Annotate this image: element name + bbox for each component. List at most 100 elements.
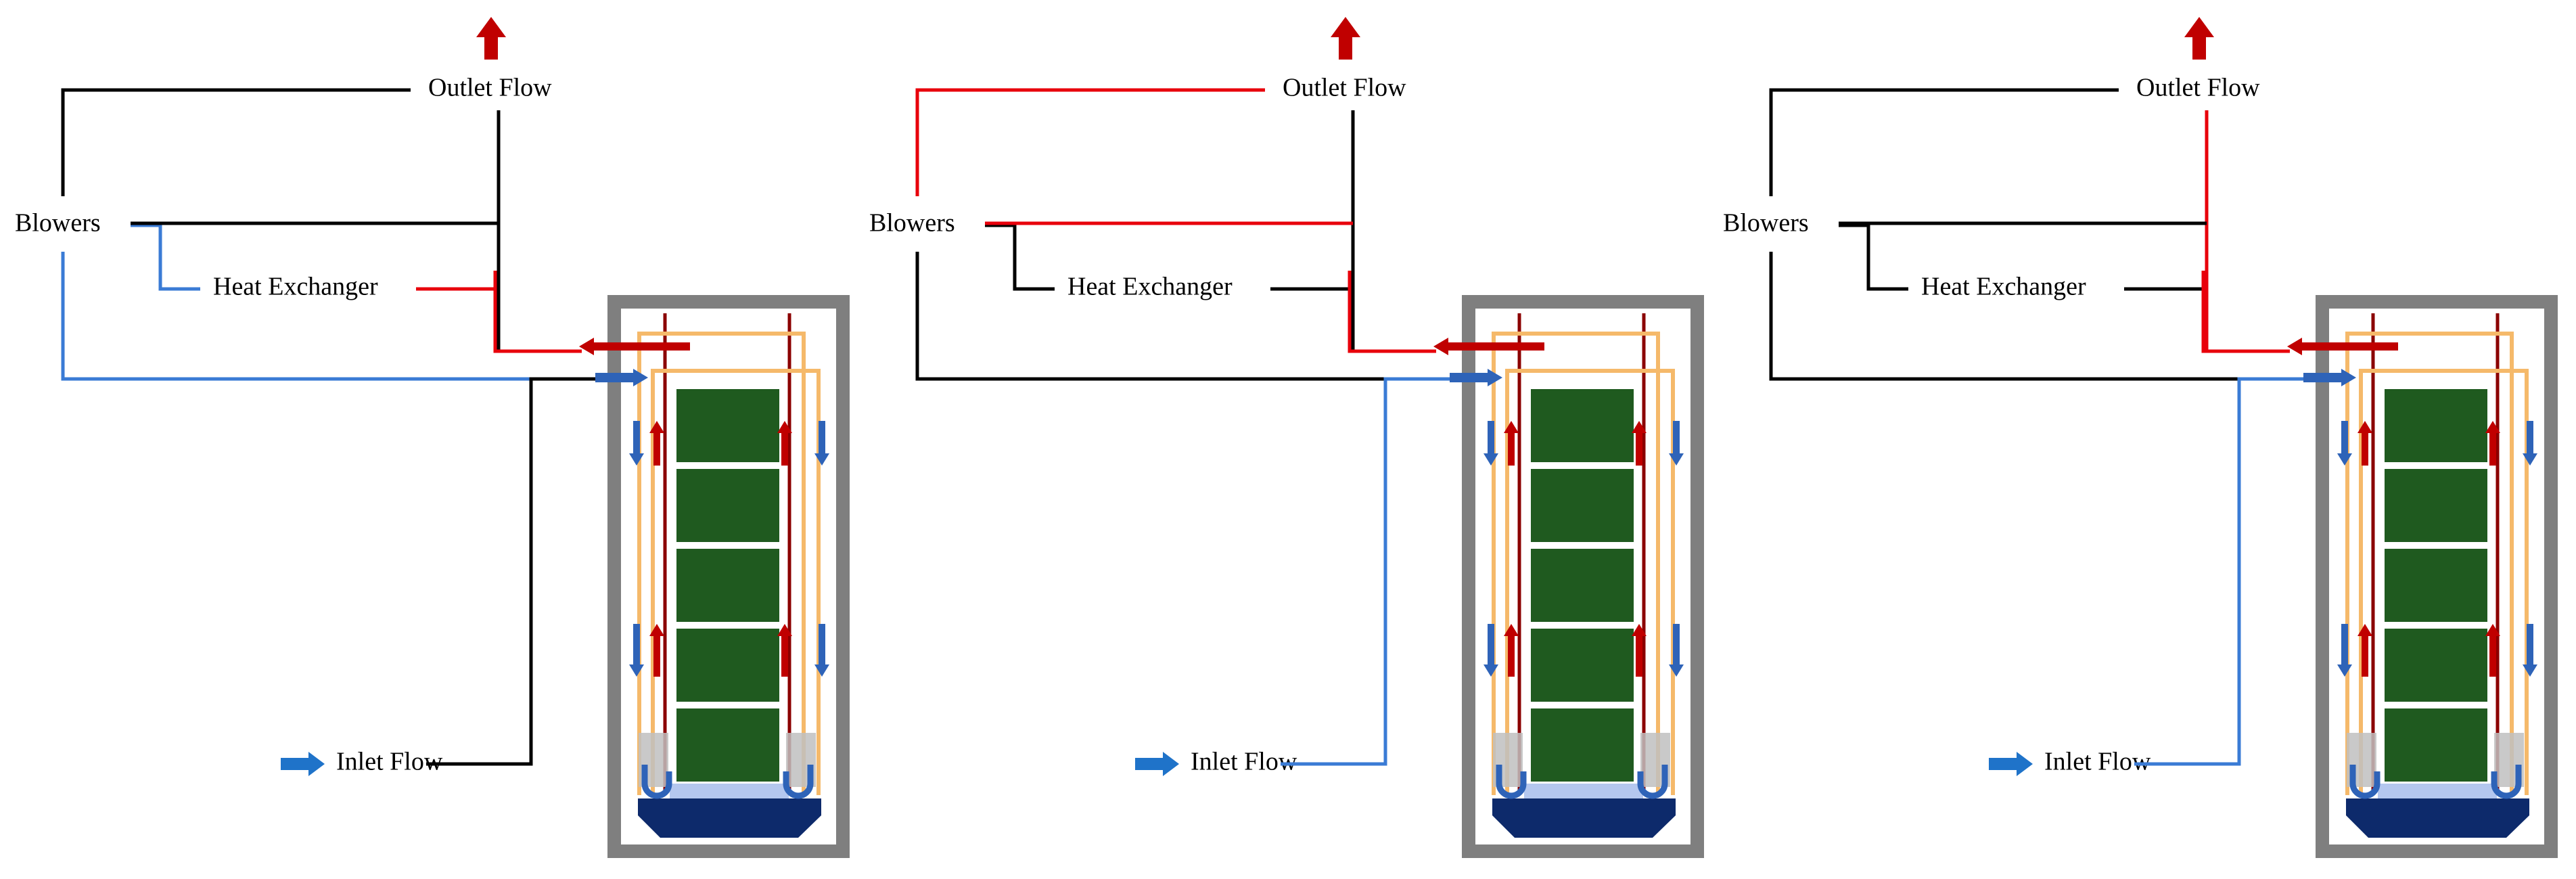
downflow-arrow-left	[629, 421, 644, 466]
upflow-arrow-right	[777, 421, 792, 466]
stack-cell	[1531, 469, 1634, 542]
heat-exchanger-label: Heat Exchanger	[1921, 273, 2086, 301]
downflow-arrow-right	[1669, 421, 1684, 466]
downflow-arrow-left	[629, 624, 644, 677]
downflow-arrow-right	[814, 421, 829, 466]
outlet-to-blowers-line	[1769, 88, 2119, 196]
upflow-arrow-right	[2485, 421, 2500, 466]
orange-loop-outer	[1505, 369, 1675, 795]
outlet-up-arrow	[1331, 17, 1360, 60]
inlet-flow-arrow	[1989, 752, 2033, 776]
upflow-arrow-right	[2485, 624, 2500, 677]
outlet-flow-label: Outlet Flow	[1283, 74, 1406, 102]
downflow-arrow-right	[814, 624, 829, 677]
outlet-up-arrow	[476, 17, 506, 60]
orange-loop-outer	[2359, 369, 2529, 795]
downflow-arrow-left	[2337, 421, 2352, 466]
base-plenum	[670, 784, 789, 801]
stack-cell	[2385, 629, 2487, 702]
u-turn-arrow-right	[1637, 765, 1668, 799]
upflow-arrow-left	[649, 624, 664, 677]
hot-header-line	[493, 271, 582, 353]
upflow-arrow-left	[2358, 624, 2372, 677]
outlet-header-arrow	[2287, 338, 2398, 355]
inlet-flow-arrow	[1135, 752, 1179, 776]
u-turn-arrow-left	[2349, 765, 2380, 799]
base-plenum	[1524, 784, 1643, 801]
downflow-arrow-right	[2523, 624, 2537, 677]
upflow-arrow-left	[1504, 624, 1519, 677]
outlet-flow-label: Outlet Flow	[2136, 74, 2260, 102]
downflow-arrow-left	[1484, 624, 1498, 677]
orange-loop-inner	[2345, 332, 2514, 795]
outlet-flow-label: Outlet Flow	[428, 74, 552, 102]
upflow-arrow-left	[1504, 421, 1519, 466]
stack-cell	[676, 549, 779, 622]
base-plenum	[2378, 784, 2497, 801]
stack-cell	[676, 469, 779, 542]
hot-header-line	[2201, 271, 2290, 353]
outlet-header-arrow	[579, 338, 690, 355]
upflow-arrow-left	[2358, 421, 2372, 466]
stack-base	[2346, 798, 2529, 838]
u-turn-arrow-right	[783, 765, 814, 799]
orange-loop-inner	[637, 332, 806, 795]
stack-cell	[2385, 549, 2487, 622]
heat-exchanger-label: Heat Exchanger	[213, 273, 378, 301]
stack-cell	[2385, 708, 2487, 782]
inlet-flow-label: Inlet Flow	[2044, 748, 2151, 776]
inlet-riser-line	[1281, 377, 1450, 766]
upflow-arrow-right	[777, 624, 792, 677]
u-turn-arrow-left	[1496, 765, 1527, 799]
stack-cell	[2385, 389, 2487, 462]
stack-cell	[2385, 469, 2487, 542]
hot-header-line	[1348, 271, 1436, 353]
stack-base	[638, 798, 821, 838]
inlet-header-arrow	[595, 369, 648, 386]
inlet-riser-line	[426, 377, 595, 766]
outlet-to-blowers-line	[915, 88, 1265, 196]
stack-base	[1492, 798, 1676, 838]
downflow-arrow-right	[1669, 624, 1684, 677]
blowers-to-hx-line	[985, 223, 1055, 291]
downflow-arrow-left	[2337, 624, 2352, 677]
downflow-arrow-right	[2523, 421, 2537, 466]
inlet-flow-arrow	[281, 752, 325, 776]
downflow-arrow-left	[1484, 421, 1498, 466]
stack-cell	[676, 708, 779, 782]
blowers-to-stack-line	[61, 252, 595, 381]
orange-loop-outer	[651, 369, 821, 795]
heat-exchanger-label: Heat Exchanger	[1067, 273, 1233, 301]
blowers-label: Blowers	[15, 209, 101, 238]
blowers-label: Blowers	[1723, 209, 1809, 238]
u-turn-arrow-right	[2491, 765, 2522, 799]
inlet-flow-label: Inlet Flow	[1191, 748, 1297, 776]
outlet-up-arrow	[2184, 17, 2214, 60]
outlet-to-blowers-line	[61, 88, 411, 196]
inlet-riser-line	[2134, 377, 2303, 766]
blowers-to-stack-line	[1769, 252, 2303, 381]
upflow-arrow-right	[1632, 421, 1647, 466]
u-turn-arrow-left	[641, 765, 672, 799]
blowers-to-hx-line	[1839, 223, 1908, 291]
blowers-to-hx-line	[131, 223, 200, 291]
stack-cell	[1531, 549, 1634, 622]
upflow-arrow-left	[649, 421, 664, 466]
stack-cell	[1531, 389, 1634, 462]
inlet-flow-label: Inlet Flow	[336, 748, 443, 776]
stack-cell	[676, 389, 779, 462]
inlet-header-arrow	[2303, 369, 2356, 386]
stack-cell	[676, 629, 779, 702]
upflow-arrow-right	[1632, 624, 1647, 677]
stack-cell	[1531, 708, 1634, 782]
orange-loop-inner	[1492, 332, 1660, 795]
blowers-to-stack-line	[915, 252, 1450, 381]
blowers-label: Blowers	[869, 209, 955, 238]
stack-cell	[1531, 629, 1634, 702]
outlet-header-arrow	[1433, 338, 1544, 355]
inlet-header-arrow	[1450, 369, 1502, 386]
